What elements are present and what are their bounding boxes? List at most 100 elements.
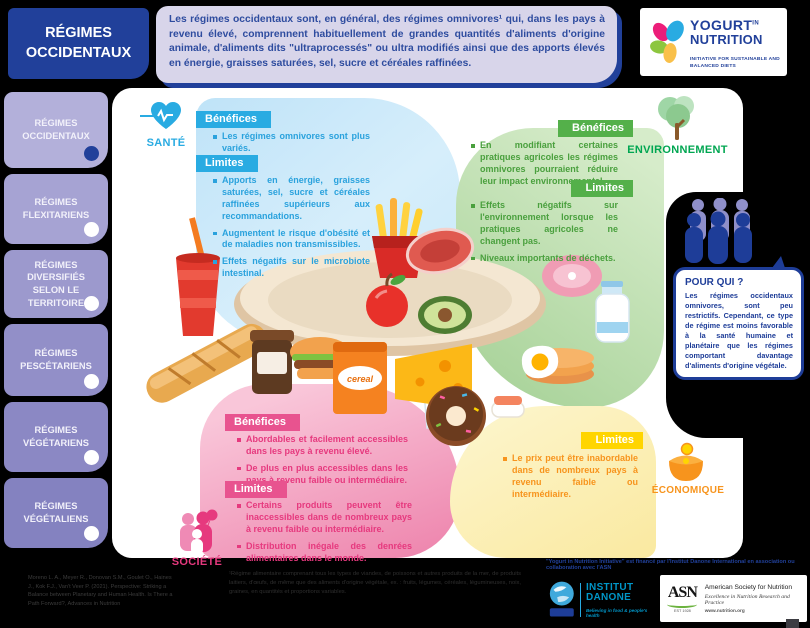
pour-qui-title: POUR QUI ? — [685, 277, 744, 288]
list-item: Le prix peut être inabordable dans de no… — [502, 453, 638, 501]
inactive-dot — [84, 222, 99, 237]
institut-danone-logo: INSTITUT DANONE Believing in food & peop… — [548, 578, 656, 622]
heart-pulse-icon — [140, 102, 181, 129]
donut-icon — [426, 386, 486, 446]
sidebar-item-regimes-vegetaliens[interactable]: RÉGIMES VÉGÉTALIENS — [4, 478, 108, 548]
asn-green-arc — [667, 601, 698, 608]
label-economique: ÉCONOMIQUE — [651, 485, 725, 496]
avocado-icon — [418, 296, 472, 334]
people-icon — [180, 509, 218, 555]
environnement-benefices-list: En modifiant certaines pratiques agricol… — [470, 140, 618, 193]
list-item: De plus en plus accessibles dans les pay… — [236, 463, 408, 487]
intro-text: Les régimes occidentaux sont, en général… — [169, 14, 605, 69]
ham-icon — [542, 255, 602, 297]
inactive-dot — [84, 450, 99, 465]
list-item: Les régimes omnivores sont plus variés. — [212, 131, 370, 155]
sidebar-item-label: RÉGIMES VÉGÉTALIENS — [23, 501, 89, 524]
quadrant-societe — [200, 384, 460, 558]
list-item: En modifiant certaines pratiques agricol… — [470, 140, 618, 188]
asn-logo-card: ASN EST 1928 American Society for Nutrit… — [660, 575, 807, 622]
people-silhouettes-icon — [685, 198, 752, 264]
chocolate-jar-icon — [250, 330, 294, 394]
economique-limites-list: Le prix peut être inabordable dans de no… — [502, 453, 638, 506]
pour-qui-bubble: POUR QUI ? Les régimes occidentaux omniv… — [673, 256, 804, 380]
logo-tagline: INITIATIVE FOR SUSTAINABLE AND BALANCED … — [690, 57, 780, 70]
societe-benefices-header: Bénéfices — [225, 414, 300, 431]
asn-acronym: ASN — [667, 583, 698, 601]
danone-name-line2: DANONE — [585, 592, 632, 603]
asn-name: American Society for Nutrition — [704, 584, 792, 592]
list-item: Distribution inégale des denrées aliment… — [236, 541, 412, 565]
sidebar-item-regimes-flexitariens[interactable]: RÉGIMES FLEXITARIENS — [4, 174, 108, 244]
list-item: Effets négatifs sur l'environnement lors… — [470, 200, 618, 248]
asn-est: EST 1928 — [673, 608, 691, 613]
economique-limites-header: Limites — [581, 432, 643, 449]
inactive-dot — [84, 296, 99, 311]
svg-text:cereal: cereal — [347, 374, 374, 384]
sidebar-item-regimes-diversifies[interactable]: RÉGIMES DIVERSIFIÉS SELON LE TERRITOIRE — [4, 250, 108, 318]
societe-limites-list: Certains produits peuvent être inaccessi… — [236, 500, 412, 569]
list-item: Niveaux importants de déchets. — [470, 253, 618, 265]
page-title: RÉGIMES OCCIDENTAUX — [8, 8, 149, 79]
sidebar-item-regimes-occidentaux[interactable]: RÉGIMES OCCIDENTAUX — [4, 92, 108, 168]
sante-benefices-list: Les régimes omnivores sont plus variés. — [212, 131, 370, 160]
pour-qui-text: Les régimes occidentaux omnivores, sont … — [685, 291, 793, 371]
danone-tagline: Believing in food & people's health — [585, 607, 648, 618]
footnote-definition: ¹Régime alimentaire comprenant tous les … — [229, 571, 521, 595]
logo-word-yogurt: YOGURT — [690, 17, 753, 33]
reference-citation: Moreno L. A., Meyer R., Donovan S.M., Go… — [28, 575, 173, 607]
globe-icon — [549, 581, 574, 617]
food-illustration: cereal — [146, 198, 630, 446]
inactive-dot — [84, 374, 99, 389]
sushi-icon — [491, 396, 525, 418]
quadrant-economique — [450, 406, 656, 558]
sidebar-item-label: RÉGIMES FLEXITARIENS — [22, 197, 90, 220]
logo-wordmark: YOGURTIN NUTRITION — [690, 18, 782, 46]
list-item: Certains produits peuvent être inaccessi… — [236, 500, 412, 536]
list-item: Abordables et facilement accessibles dan… — [236, 434, 408, 458]
logo-word-in: IN — [752, 20, 760, 27]
apple-icon — [366, 272, 408, 327]
danone-name-line1: INSTITUT — [585, 581, 634, 593]
asn-url: www.nutrition.org — [704, 607, 745, 613]
flower-petals-icon — [650, 20, 684, 63]
milk-bottle-icon — [595, 281, 630, 343]
asn-motto: Excellence in Nutrition Research and Pra… — [704, 593, 790, 606]
sante-benefices-header: Bénéfices — [196, 111, 271, 128]
bubble-tail — [772, 256, 785, 268]
steak-icon — [405, 227, 475, 275]
logo-divider — [579, 583, 581, 617]
sante-limites-header: Limites — [196, 155, 258, 172]
active-dot — [84, 146, 99, 161]
environnement-limites-list: Effets négatifs sur l'environnement lors… — [470, 200, 618, 269]
sidebar-item-label: RÉGIMES OCCIDENTAUX — [22, 118, 90, 141]
baguette-icon — [146, 323, 267, 403]
asn-mark-icon: ASN EST 1928 — [666, 583, 699, 613]
label-societe: SOCIÉTÉ — [171, 556, 223, 568]
fried-egg-icon — [521, 345, 559, 379]
sante-limites-list: Apports en énergie, graisses saturées, s… — [212, 175, 370, 285]
purse-icon — [669, 442, 703, 481]
sidebar-item-label: RÉGIMES VÉGÉTARIENS — [23, 425, 89, 448]
societe-benefices-list: Abordables et facilement accessibles dan… — [236, 434, 408, 492]
environnement-limites-header: Limites — [571, 180, 633, 197]
cereal-box-icon: cereal — [333, 342, 387, 414]
label-environnement: ENVIRONNEMENT — [627, 144, 728, 156]
list-item: Augmentent le risque d'obésité et de mal… — [212, 228, 370, 252]
tree-icon — [658, 96, 694, 140]
sidebar-item-regimes-pescetariens[interactable]: RÉGIMES PESCÉTARIENS — [4, 324, 108, 396]
label-sante: SANTÉ — [146, 137, 186, 149]
sidebar-item-regimes-vegetariens[interactable]: RÉGIMES VÉGÉTARIENS — [4, 402, 108, 472]
list-item: Apports en énergie, graisses saturées, s… — [212, 175, 370, 223]
list-item: Effets négatifs sur le microbiote intest… — [212, 256, 370, 280]
environnement-benefices-header: Bénéfices — [558, 120, 633, 137]
inactive-dot — [84, 526, 99, 541]
sidebar-item-label: RÉGIMES DIVERSIFIÉS SELON LE TERRITOIRE — [27, 259, 85, 308]
funding-credit-line: "Yogurt in Nutrition Initiative" est fin… — [546, 559, 795, 571]
sidebar-item-label: RÉGIMES PESCÉTARIENS — [20, 348, 92, 371]
corner-artifact — [786, 619, 799, 628]
yogurt-nutrition-logo: YOGURTIN NUTRITION INITIATIVE FOR SUSTAI… — [640, 8, 787, 76]
logo-word-nutrition: NUTRITION — [690, 32, 763, 47]
soda-cup-icon — [176, 217, 220, 336]
